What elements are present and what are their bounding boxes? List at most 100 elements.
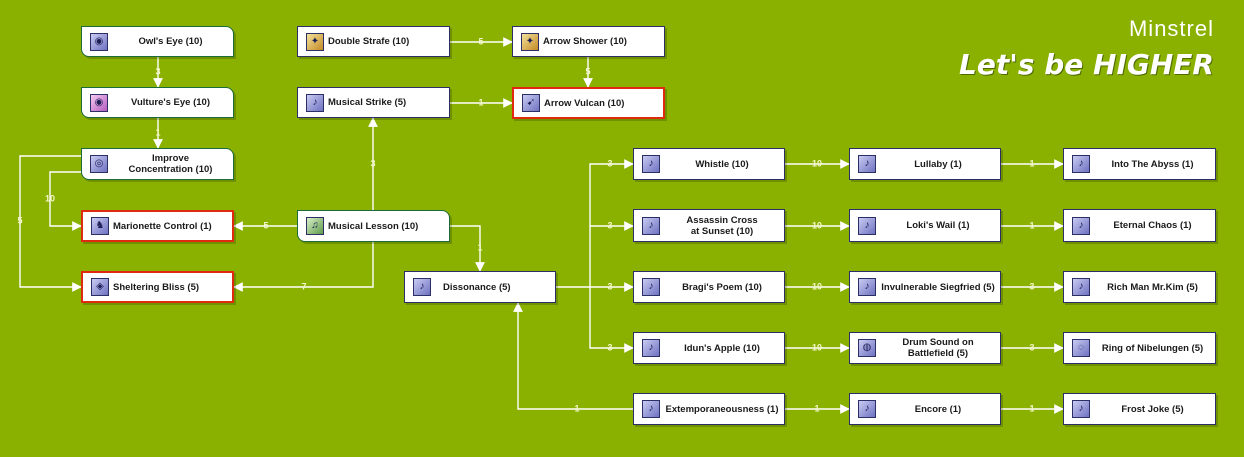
required-level-label: 5 bbox=[478, 36, 484, 47]
skill-assassin-cross-at-sunset[interactable]: ♪ Assassin Cross at Sunset (10) bbox=[633, 209, 785, 242]
skill-ring-of-nibelungen[interactable]: ◌ Ring of Nibelungen (5) bbox=[1063, 332, 1216, 364]
skill-drum-sound-on-battlefield[interactable]: ◍ Drum Sound on Battlefield (5) bbox=[849, 332, 1001, 364]
skill-label: Arrow Shower (10) bbox=[543, 36, 627, 47]
skill-label: Double Strafe (10) bbox=[328, 36, 410, 47]
ring-icon: ◌ bbox=[1072, 339, 1090, 357]
required-level-label: 10 bbox=[44, 193, 56, 204]
skill-iduns-apple[interactable]: ♪ Idun's Apple (10) bbox=[633, 332, 785, 364]
skill-lokis-wail[interactable]: ♪ Loki's Wail (1) bbox=[849, 209, 1001, 242]
skill-whistle[interactable]: ♪ Whistle (10) bbox=[633, 148, 785, 180]
required-level-label: 10 bbox=[811, 220, 823, 231]
skill-label: Encore (1) bbox=[914, 403, 962, 415]
skill-musical-lesson[interactable]: ♫ Musical Lesson (10) bbox=[297, 210, 450, 242]
required-level-label: 10 bbox=[811, 158, 823, 169]
skill-frost-joke[interactable]: ♪ Frost Joke (5) bbox=[1063, 393, 1216, 425]
arrows-icon: ➹ bbox=[522, 94, 540, 112]
skill-invulnerable-siegfried[interactable]: ♪ Invulnerable Siegfried (5) bbox=[849, 271, 1001, 303]
required-level-label: 1 bbox=[1029, 158, 1035, 169]
required-level-label: 3 bbox=[607, 342, 613, 353]
required-level-label: 3 bbox=[1029, 281, 1035, 292]
connector-dissonance-to-iduns_apple bbox=[589, 287, 634, 353]
skill-vultures-eye[interactable]: ◉ Vulture's Eye (10) bbox=[81, 87, 234, 118]
music-icon: ♪ bbox=[413, 278, 431, 296]
arrows-icon: ✦ bbox=[521, 32, 539, 51]
eye-icon: ◉ bbox=[90, 32, 108, 51]
required-level-label: 10 bbox=[811, 342, 823, 353]
required-level-label: 1 bbox=[574, 403, 580, 414]
skill-label: Into The Abyss (1) bbox=[1111, 158, 1194, 170]
required-level-label: 1 bbox=[1029, 403, 1035, 414]
puppet-icon: ♞ bbox=[91, 217, 109, 235]
skill-label: Musical Lesson (10) bbox=[328, 220, 419, 232]
music-icon: ♪ bbox=[858, 155, 876, 173]
skill-rich-man-mr-kim[interactable]: ♪ Rich Man Mr.Kim (5) bbox=[1063, 271, 1216, 303]
required-level-label: 3 bbox=[607, 158, 613, 169]
skill-encore[interactable]: ♪ Encore (1) bbox=[849, 393, 1001, 425]
skill-label: Marionette Control (1) bbox=[113, 220, 212, 232]
music-icon: ♪ bbox=[642, 400, 660, 418]
required-level-label: 1 bbox=[155, 127, 161, 138]
skill-label: Ring of Nibelungen (5) bbox=[1101, 342, 1204, 354]
required-level-label: 5 bbox=[585, 66, 591, 77]
skill-label: Eternal Chaos (1) bbox=[1113, 220, 1192, 231]
skill-arrow-shower[interactable]: ✦ Arrow Shower (10) bbox=[512, 26, 665, 57]
skill-label: Owl's Eye (10) bbox=[138, 36, 203, 47]
required-level-label: 3 bbox=[607, 220, 613, 231]
music-icon: ♪ bbox=[858, 278, 876, 296]
skill-label: Extemporaneousness (1) bbox=[665, 403, 779, 415]
required-level-label: 10 bbox=[811, 281, 823, 292]
skill-bragis-poem[interactable]: ♪ Bragi's Poem (10) bbox=[633, 271, 785, 303]
skill-label: Whistle (10) bbox=[695, 158, 749, 170]
skill-double-strafe[interactable]: ✦ Double Strafe (10) bbox=[297, 26, 450, 57]
required-level-label: 5 bbox=[263, 220, 269, 231]
skill-into-the-abyss[interactable]: ♪ Into The Abyss (1) bbox=[1063, 148, 1216, 180]
skill-label: Assassin Cross at Sunset (10) bbox=[686, 214, 758, 237]
connector-improve_concentration-to-sheltering_bliss bbox=[19, 155, 82, 292]
skill-arrow-vulcan[interactable]: ➹ Arrow Vulcan (10) bbox=[512, 87, 665, 119]
skill-label: Loki's Wail (1) bbox=[906, 220, 970, 231]
skill-label: Vulture's Eye (10) bbox=[131, 97, 210, 108]
music-icon: ♪ bbox=[1072, 216, 1090, 235]
connector-improve_concentration-to-marionette_control bbox=[49, 171, 82, 231]
skill-label: Frost Joke (5) bbox=[1121, 403, 1184, 415]
music-icon: ♪ bbox=[642, 278, 660, 296]
connector-musical_lesson-to-sheltering_bliss bbox=[233, 242, 374, 292]
required-level-label: 1 bbox=[478, 97, 484, 108]
skill-owls-eye[interactable]: ◉ Owl's Eye (10) bbox=[81, 26, 234, 57]
skill-lullaby[interactable]: ♪ Lullaby (1) bbox=[849, 148, 1001, 180]
skill-musical-strike[interactable]: ♪ Musical Strike (5) bbox=[297, 87, 450, 118]
skill-dissonance[interactable]: ♪ Dissonance (5) bbox=[404, 271, 556, 303]
music-note-icon: ♫ bbox=[306, 217, 324, 235]
skill-improve-concentration[interactable]: ◎ Improve Concentration (10) bbox=[81, 148, 234, 180]
shield-icon: ◈ bbox=[91, 278, 109, 296]
class-title: Minstrel bbox=[1128, 16, 1214, 41]
skill-label: Bragi's Poem (10) bbox=[682, 281, 762, 293]
skill-label: Rich Man Mr.Kim (5) bbox=[1107, 281, 1198, 293]
music-icon: ♪ bbox=[858, 216, 876, 235]
music-icon: ♪ bbox=[1072, 155, 1090, 173]
skill-label: Idun's Apple (10) bbox=[684, 342, 760, 354]
required-level-label: 1 bbox=[1029, 220, 1035, 231]
skill-label: Sheltering Bliss (5) bbox=[113, 281, 200, 293]
skill-extemporaneousness[interactable]: ♪ Extemporaneousness (1) bbox=[633, 393, 785, 425]
music-icon: ♪ bbox=[858, 400, 876, 418]
skill-label: Arrow Vulcan (10) bbox=[544, 97, 625, 109]
music-icon: ♪ bbox=[642, 339, 660, 357]
slogan-title: Let's be HIGHER bbox=[959, 48, 1214, 81]
arrows-icon: ✦ bbox=[306, 32, 324, 51]
music-icon: ♪ bbox=[1072, 400, 1090, 418]
music-icon: ♪ bbox=[1072, 278, 1090, 296]
eye-icon: ◉ bbox=[90, 93, 108, 112]
required-level-label: 1 bbox=[814, 403, 820, 414]
skill-marionette-control[interactable]: ♞ Marionette Control (1) bbox=[81, 210, 234, 242]
music-icon: ♪ bbox=[642, 155, 660, 173]
skill-sheltering-bliss[interactable]: ◈ Sheltering Bliss (5) bbox=[81, 271, 234, 303]
music-icon: ♪ bbox=[642, 216, 660, 235]
required-level-label: 7 bbox=[301, 281, 307, 292]
skill-label: Invulnerable Siegfried (5) bbox=[881, 281, 995, 293]
skill-label: Drum Sound on Battlefield (5) bbox=[902, 337, 974, 359]
skill-eternal-chaos[interactable]: ♪ Eternal Chaos (1) bbox=[1063, 209, 1216, 242]
required-level-label: 3 bbox=[370, 158, 376, 169]
connector-musical_lesson-to-dissonance bbox=[450, 225, 485, 272]
